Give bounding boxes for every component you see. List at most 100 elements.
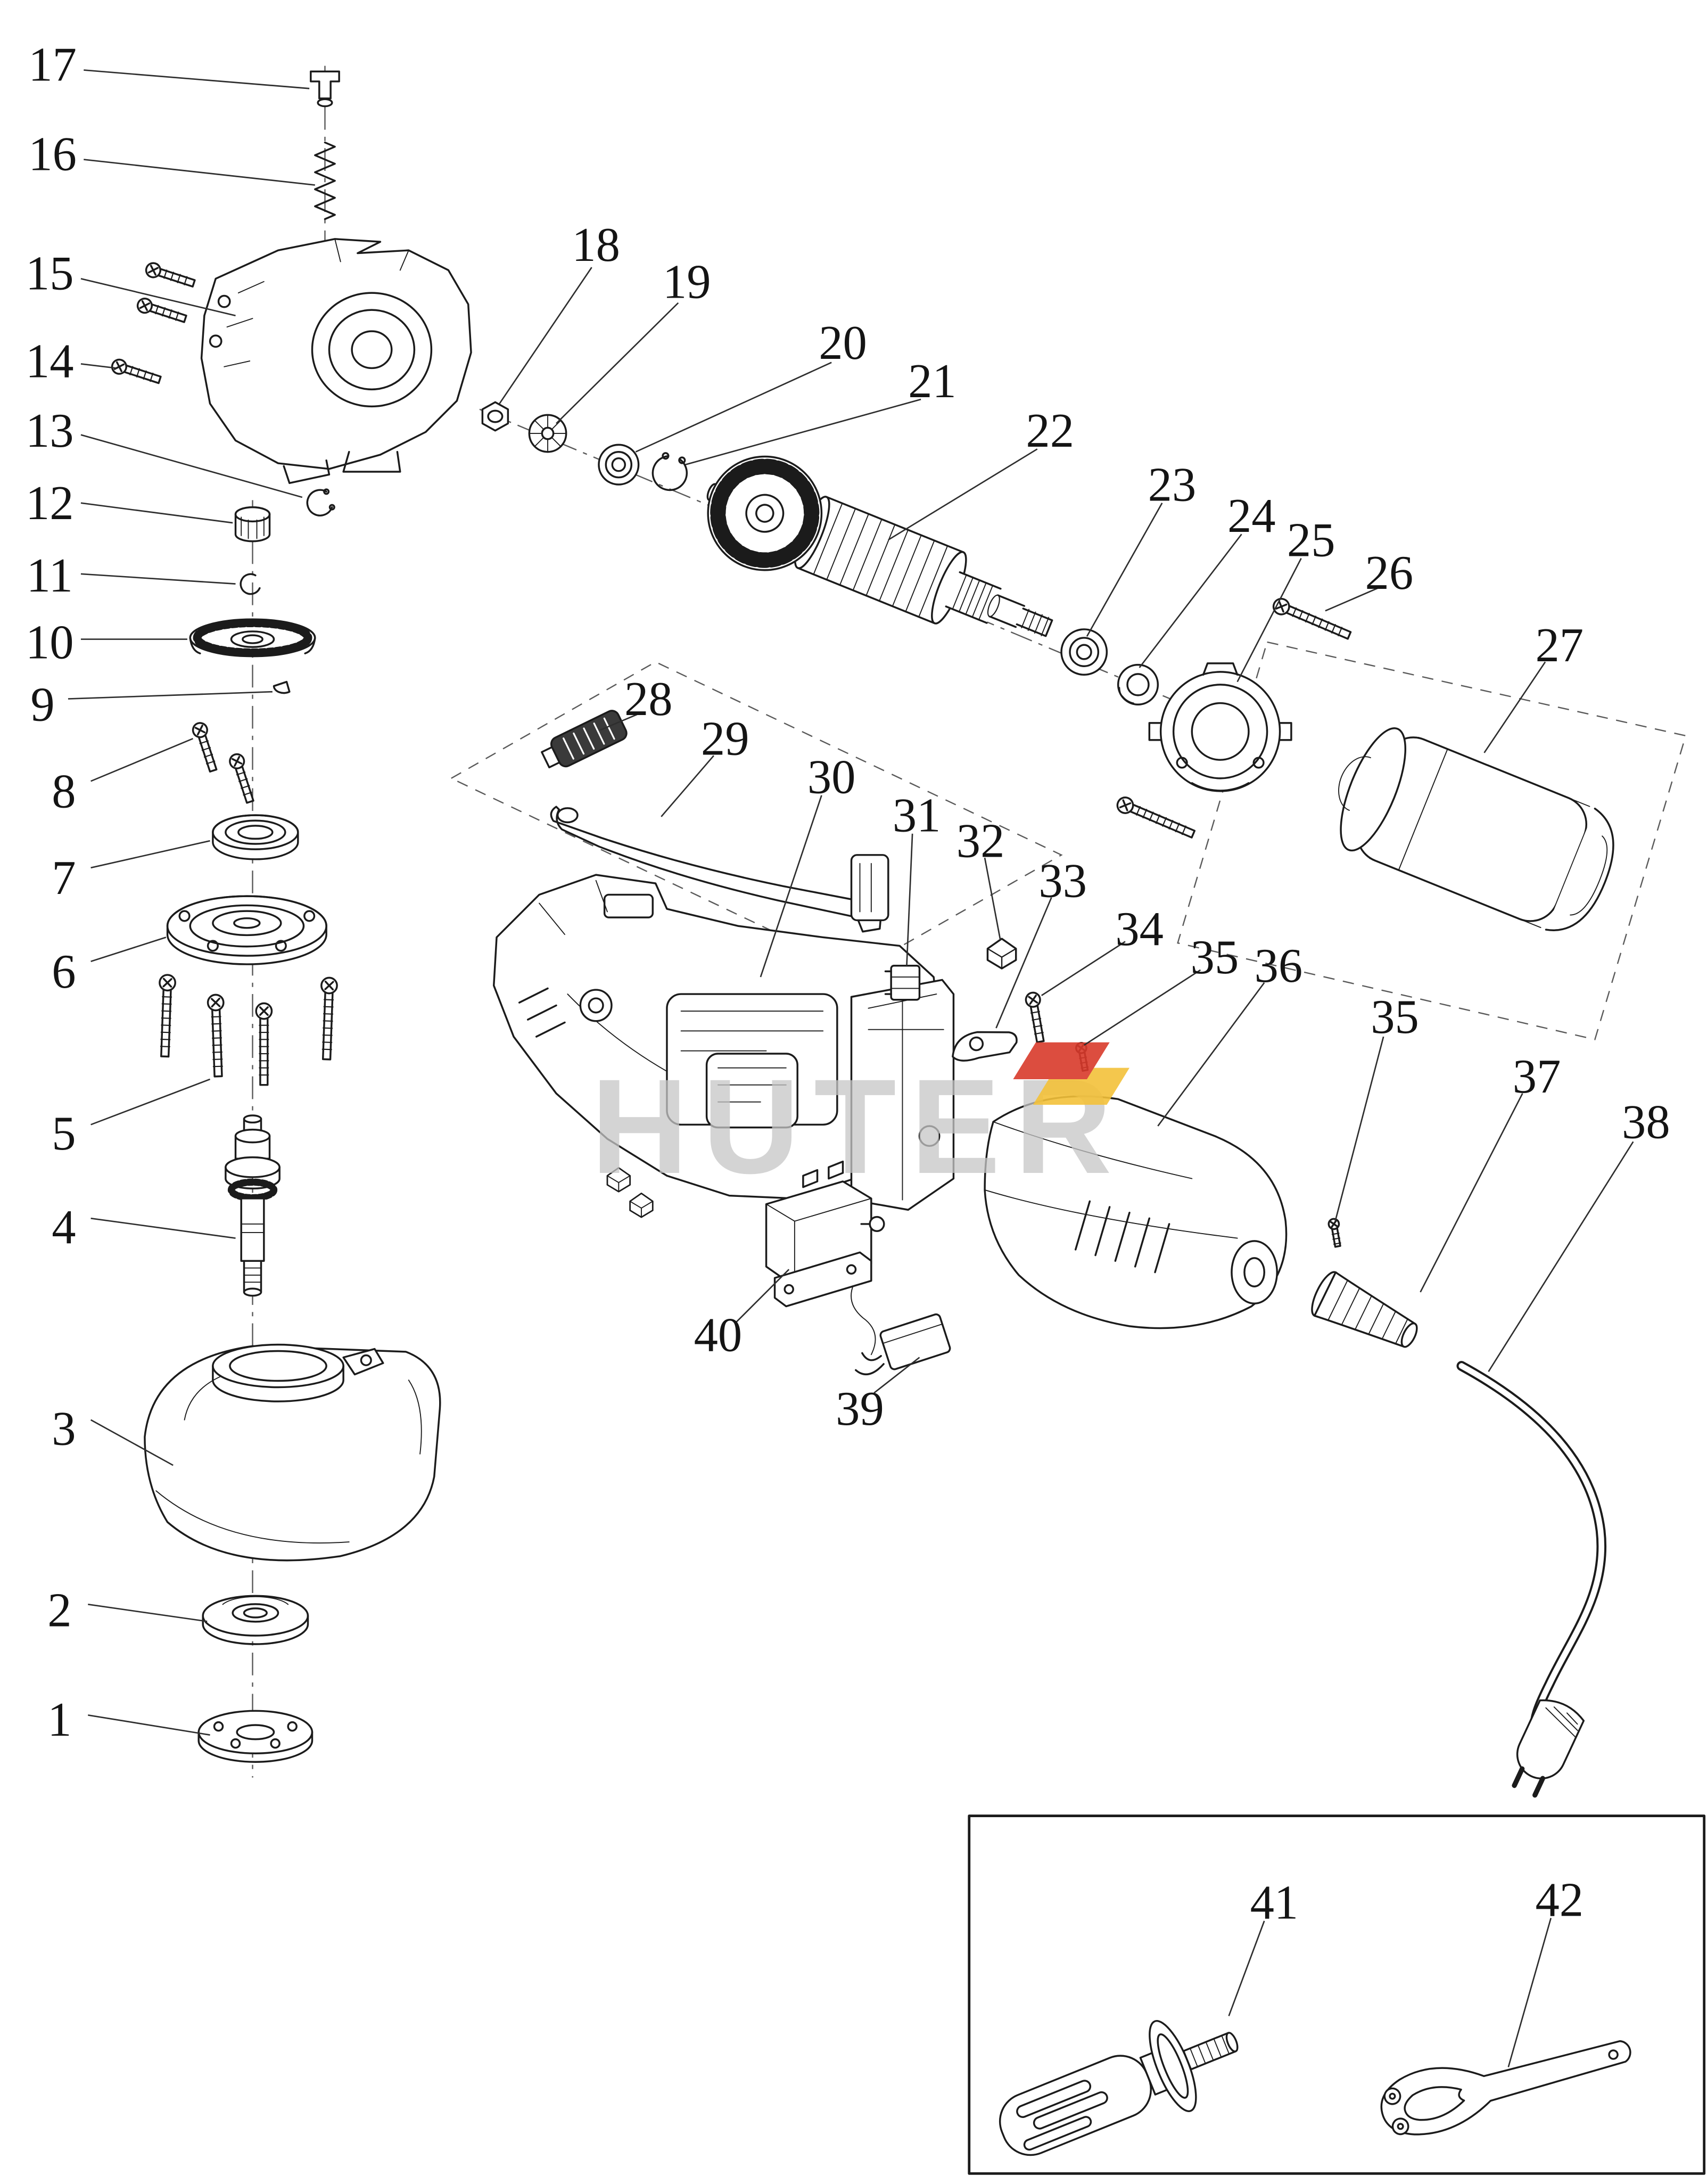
part-4-spindle [225,1114,281,1297]
part-number-6: 6 [52,945,76,998]
part-29-lever [550,806,889,933]
part-number-33: 33 [1038,853,1087,907]
leader-line-18-17 [499,267,592,404]
leader-line-29-28 [661,755,714,817]
part-number-37: 37 [1513,1049,1561,1103]
part-number-18: 18 [572,218,620,272]
part-36-motor-housing [984,1095,1288,1329]
parts-artwork [109,70,1706,2175]
huter-flag-icon [1013,1042,1130,1105]
leader-line-2-1 [88,1604,208,1622]
leader-line-5-4 [90,1078,211,1126]
leader-line-4-3 [90,1217,236,1239]
part-number-23: 23 [1148,458,1197,512]
part-40-switch [765,1160,885,1308]
leader-line-6-5 [90,937,167,963]
part-number-11: 11 [27,548,73,602]
leader-line-32-31 [984,857,1001,941]
part-number-2: 2 [47,1583,71,1637]
part-3-wheel-guard [144,1343,441,1562]
part-2-inner-flange [202,1595,309,1645]
leader-line-35-34 [1083,969,1201,1046]
leader-line-27-26 [1483,661,1546,753]
part-16-spring [314,141,336,220]
part-number-1: 1 [47,1693,71,1746]
part-number-13: 13 [26,404,74,457]
part-number-8: 8 [52,764,76,818]
part-number-20: 20 [819,316,867,370]
leader-line-41-41 [1228,1920,1265,2016]
leader-line-36-35 [1157,982,1265,1127]
part-number-39: 39 [836,1382,884,1435]
part-6-bearing-flange [166,895,327,965]
part-number-14: 14 [26,334,74,388]
part-number-10: 10 [26,615,74,669]
part-18-nut [481,401,509,432]
part-number-5: 5 [52,1106,76,1160]
leader-line-1-0 [88,1714,210,1736]
part-number-9: 9 [30,678,54,732]
part-17-knob [310,70,340,108]
leader-line-9-8 [68,691,273,700]
part-number-7: 7 [52,851,76,905]
part-39-capacitor [851,1277,951,1375]
part-number-19: 19 [663,254,711,308]
part-number-28: 28 [624,672,673,726]
leader-line-13-12 [80,434,303,498]
leader-line-16-15 [84,159,315,186]
part-number-29: 29 [701,712,749,766]
part-number-32: 32 [956,814,1005,868]
part-number-38: 38 [1622,1095,1670,1148]
part-7-bearing [212,814,299,860]
part-number-12: 12 [26,476,74,530]
part-42-wrench [1380,2040,1631,2136]
leader-line-21-20 [685,398,921,465]
part-20-bearing [598,444,640,486]
leader-line-33-32 [995,897,1052,1029]
part-13-circlip [306,488,335,516]
part-27-stator [1338,727,1614,931]
part-number-22: 22 [1026,404,1074,457]
leader-line-25-24 [1236,558,1302,683]
part-25-bearing-cover [1148,662,1292,792]
part-number-30: 30 [807,750,856,804]
part-number-40: 40 [694,1308,743,1361]
part-number-36: 36 [1255,939,1303,992]
leader-line-12-11 [80,502,233,524]
part-11-clip [240,573,261,595]
leader-line-26-25 [1325,587,1379,612]
part-number-3: 3 [52,1401,76,1455]
leader-line-20-19 [635,362,832,453]
leader-line-38-38 [1488,1141,1634,1372]
leader-line-7-6 [90,840,210,869]
part-number-15: 15 [26,246,74,300]
part-12-bushing [234,506,271,543]
part-number-21: 21 [908,354,956,408]
part-number-26: 26 [1365,546,1414,600]
leader-line-35-36 [1334,1036,1384,1221]
part-number-27: 27 [1535,618,1584,672]
part-10-bevel-gear [189,618,316,658]
leader-line-23-22 [1086,503,1163,637]
leader-line-15-14 [80,278,236,317]
part-41-side-handle [999,2019,1239,2156]
leader-line-14-13 [80,363,117,369]
leader-line-42-42 [1507,1918,1552,2067]
part-number-41: 41 [1250,1876,1299,1930]
part-30-main-housing [492,874,955,1218]
leader-line-40-40 [736,1269,790,1323]
part-37-cable-boot [1311,1271,1418,1348]
leader-line-11-10 [80,573,236,585]
leader-line-22-21 [888,448,1038,541]
part-1-clamp-flange [197,1710,314,1763]
part-number-24: 24 [1227,489,1276,543]
watermark: HUTER [591,1042,1130,1202]
part-31-bracket [884,965,921,1001]
leader-line-28-27 [600,713,638,731]
part-33-lock-lever [952,1031,1018,1062]
part-number-35: 35 [1371,990,1419,1044]
part-number-4: 4 [52,1200,76,1254]
part-number-35: 35 [1191,930,1239,984]
leader-line-8-7 [90,737,194,782]
